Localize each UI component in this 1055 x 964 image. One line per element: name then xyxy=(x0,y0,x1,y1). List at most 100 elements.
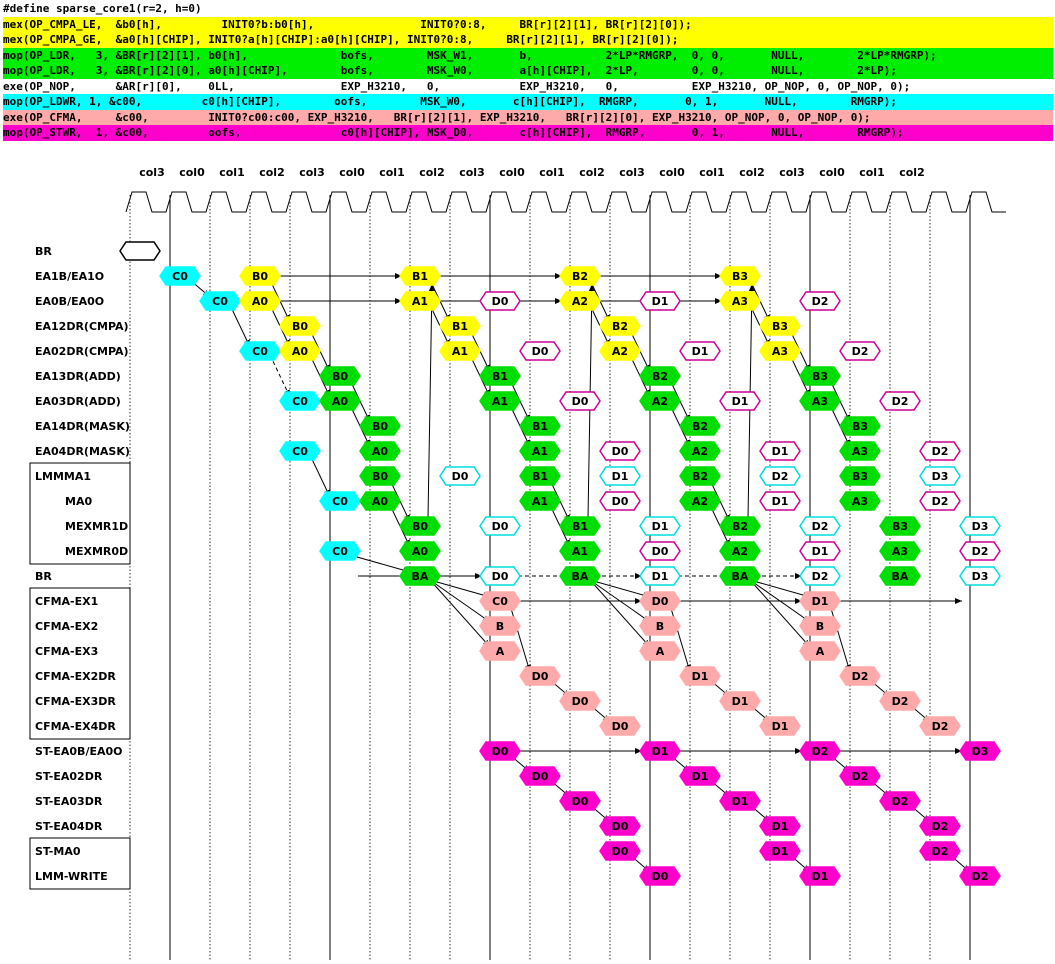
pipeline-cell: D0 xyxy=(519,666,561,686)
cell-label: B3 xyxy=(812,370,828,383)
pipeline-cell: C0 xyxy=(159,266,201,286)
cell-label: A0 xyxy=(372,495,389,508)
clock-waveform xyxy=(125,191,1006,213)
cell-shape xyxy=(719,566,761,586)
cell-shape xyxy=(439,316,481,336)
cell-shape xyxy=(439,341,481,361)
pipeline-cell: D0 xyxy=(599,841,641,861)
cell-label: B0 xyxy=(412,520,428,533)
cell-label: B2 xyxy=(692,470,708,483)
cell-shape xyxy=(799,741,841,761)
pipeline-cell: A2 xyxy=(559,291,601,311)
pipeline-cell: D2 xyxy=(919,816,961,836)
row-label: CFMA-EX4DR xyxy=(35,720,116,733)
pipeline-cell: D0 xyxy=(479,741,521,761)
cell-label: C0 xyxy=(292,395,308,408)
cell-label: D0 xyxy=(652,870,669,883)
cell-label: A2 xyxy=(692,445,708,458)
cell-shape xyxy=(959,566,1001,586)
cell-label: D0 xyxy=(492,520,509,533)
column-header: col3 xyxy=(139,166,165,179)
cell-shape xyxy=(479,366,521,386)
row-label: EA02DR(CMPA) xyxy=(35,345,129,358)
cell-shape xyxy=(479,591,521,611)
cell-shape xyxy=(799,291,841,311)
cell-label: D2 xyxy=(812,745,829,758)
row-group-box xyxy=(29,837,131,890)
cell-shape xyxy=(519,766,561,786)
column-header: col0 xyxy=(339,166,365,179)
column-header: col1 xyxy=(859,166,885,179)
cell-shape xyxy=(719,291,761,311)
row-label: EA03DR(ADD) xyxy=(35,395,121,408)
cell-label: B2 xyxy=(692,420,708,433)
cell-label: D0 xyxy=(612,845,629,858)
dependency-arrow xyxy=(427,283,435,519)
pipeline-cell: D1 xyxy=(719,791,761,811)
cell-label: D2 xyxy=(852,345,869,358)
pipeline-cell: D3 xyxy=(959,741,1001,761)
pipeline-cell: D3 xyxy=(959,516,1001,536)
cell-label: D1 xyxy=(732,395,749,408)
cell-shape xyxy=(479,516,521,536)
cell-label: A xyxy=(656,645,665,658)
pipeline-cell: D0 xyxy=(479,516,521,536)
cell-label: A1 xyxy=(452,345,468,358)
cell-label: A xyxy=(496,645,505,658)
cell-label: A0 xyxy=(252,295,269,308)
dependency-arrow xyxy=(509,604,531,673)
cell-shape xyxy=(359,416,401,436)
row-label: LMM-WRITE xyxy=(35,870,108,883)
dependency-arrow xyxy=(749,579,811,598)
pipeline-cell: D3 xyxy=(959,566,1001,586)
cell-shape xyxy=(159,266,201,286)
pipeline-cell: D1 xyxy=(799,866,841,886)
cell-label: B xyxy=(496,620,504,633)
pipeline-cell: A3 xyxy=(759,341,801,361)
pipeline-cell: D1 xyxy=(679,766,721,786)
pipeline-cell: D2 xyxy=(799,741,841,761)
cell-shape xyxy=(839,766,881,786)
cell-label: A2 xyxy=(572,295,588,308)
pipeline-cell: BA xyxy=(559,566,601,586)
cell-shape xyxy=(359,491,401,511)
cell-label: B1 xyxy=(452,320,468,333)
pipeline-cell: D0 xyxy=(599,816,641,836)
cell-shape xyxy=(919,441,961,461)
cell-shape xyxy=(759,491,801,511)
cell-shape xyxy=(679,466,721,486)
pipeline-cell: B0 xyxy=(279,316,321,336)
cell-label: A0 xyxy=(372,445,389,458)
pipeline-cell: D0 xyxy=(519,766,561,786)
cell-shape xyxy=(359,466,401,486)
column-header: col0 xyxy=(819,166,845,179)
cell-shape xyxy=(879,541,921,561)
column-header: col2 xyxy=(259,166,285,179)
cell-shape xyxy=(799,541,841,561)
cell-shape xyxy=(839,666,881,686)
cell-label: BA xyxy=(892,570,909,583)
cell-shape xyxy=(679,441,721,461)
cell-shape xyxy=(919,466,961,486)
pipeline-cell: B3 xyxy=(759,316,801,336)
cell-shape xyxy=(479,566,521,586)
cell-shape xyxy=(279,316,321,336)
pipeline-cell: A3 xyxy=(719,291,761,311)
pipeline-cell: D2 xyxy=(799,516,841,536)
cell-label: D1 xyxy=(652,570,669,583)
pipeline-cell: A3 xyxy=(879,541,921,561)
cell-label: A3 xyxy=(892,545,908,558)
clock-signal xyxy=(125,191,1006,213)
pipeline-cell: A3 xyxy=(799,391,841,411)
cell-label: D0 xyxy=(572,395,589,408)
cell-label: D1 xyxy=(772,720,789,733)
dependency-arrow xyxy=(669,604,691,673)
pipeline-cell: D0 xyxy=(599,716,641,736)
code-line: mop(OP_LDR, 3, &BR[r][2][0], a0[h][CHIP]… xyxy=(3,63,1053,79)
row-label: BR xyxy=(35,245,52,258)
cell-label: A2 xyxy=(652,395,668,408)
cell-label: C0 xyxy=(252,345,268,358)
cell-label: B3 xyxy=(772,320,788,333)
